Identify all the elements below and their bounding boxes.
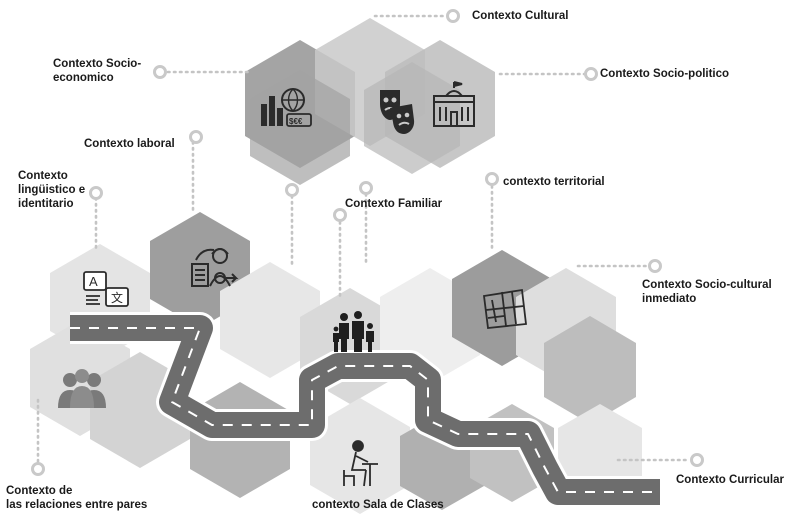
city-map-icon xyxy=(482,288,528,329)
connector-ring xyxy=(285,183,299,197)
connector-ring xyxy=(89,186,103,200)
connector-lines xyxy=(36,14,692,464)
connector-ring xyxy=(446,9,460,23)
label-contexto-linguistico: Contexto lingüistico e identitario xyxy=(18,170,86,210)
label-contexto-socio-politico: Contexto Socio-politico xyxy=(600,68,730,80)
connector-ring xyxy=(485,172,499,186)
hexagon xyxy=(220,262,320,378)
connector-ring xyxy=(648,259,662,273)
label-contexto-curricular: Contexto Curricular xyxy=(676,474,784,486)
hexagon-background xyxy=(30,18,642,514)
worker-gear-icon xyxy=(191,248,239,287)
peer-group-icon xyxy=(58,369,106,408)
theater-masks-icon xyxy=(380,90,415,134)
connector-ring xyxy=(153,65,167,79)
hexagon xyxy=(310,398,410,514)
connector-ring xyxy=(359,181,373,195)
label-contexto-socio-economico: Contexto Socio- economico xyxy=(53,58,142,84)
label-contexto-socio-cultural-inmediato: Contexto Socio-cultural inmediato xyxy=(642,279,772,305)
government-building-icon xyxy=(433,81,475,127)
connector-ring xyxy=(333,208,347,222)
road-path xyxy=(70,312,660,508)
economy-icon: $€€ xyxy=(261,88,312,127)
label-contexto-familiar: Contexto Familiar xyxy=(345,198,443,210)
svg-text:$€€: $€€ xyxy=(289,117,303,126)
student-desk-icon xyxy=(343,440,378,487)
label-contexto-sala-de-clases: contexto Sala de Clases xyxy=(312,499,444,511)
label-contexto-relaciones-pares: Contexto de las relaciones entre pares xyxy=(6,485,148,511)
connector-rings xyxy=(31,9,704,476)
label-contexto-cultural: Contexto Cultural xyxy=(472,10,569,22)
connector-ring xyxy=(189,130,203,144)
connector-ring xyxy=(690,453,704,467)
label-contexto-territorial: contexto territorial xyxy=(503,176,605,188)
translate-icon: A 文 xyxy=(83,271,129,307)
connector-ring xyxy=(584,67,598,81)
hexagon xyxy=(544,316,636,424)
svg-text:文: 文 xyxy=(111,290,123,305)
svg-text:A: A xyxy=(89,274,98,289)
label-contexto-laboral: Contexto laboral xyxy=(84,138,175,150)
family-icon xyxy=(333,311,374,352)
connector-ring xyxy=(31,462,45,476)
